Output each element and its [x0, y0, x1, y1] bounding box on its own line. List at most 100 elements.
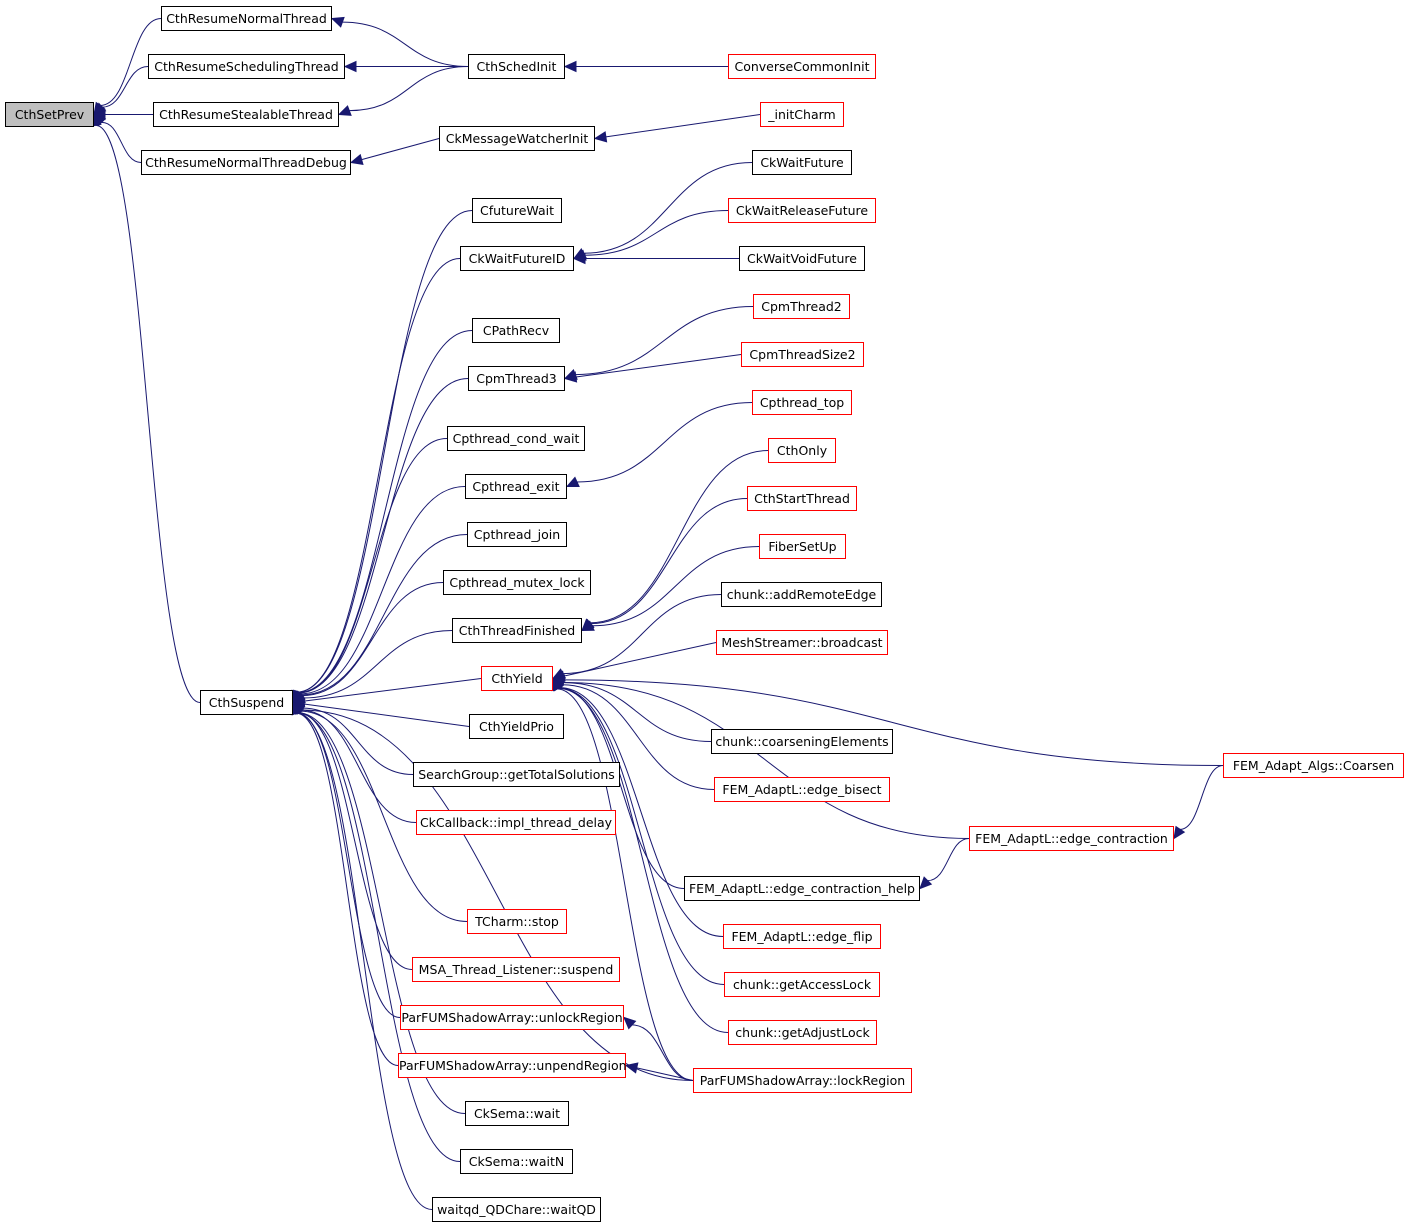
arrowhead-icon: [330, 16, 345, 28]
node-label: CthThreadFinished: [458, 623, 576, 638]
node-label: FEM_AdaptL::edge_contraction_help: [688, 881, 915, 896]
node-tcharm-stop[interactable]: TCharm::stop: [467, 909, 567, 934]
node-label: CthSetPrev: [14, 107, 85, 122]
node-cthresumeschedulingthread[interactable]: CthResumeSchedulingThread: [148, 54, 345, 79]
node-meshstreamer-broadcast[interactable]: MeshStreamer::broadcast: [716, 630, 888, 655]
node-label: FEM_AdaptL::edge_bisect: [722, 782, 882, 797]
call-edge-18: [575, 306, 754, 376]
node-cthresumestealablethread[interactable]: CthResumeStealableThread: [153, 102, 339, 127]
node-fem-adaptl-edge-flip[interactable]: FEM_AdaptL::edge_flip: [723, 924, 881, 949]
node-searchgroup-gettotalsolutions[interactable]: SearchGroup::getTotalSolutions: [413, 762, 620, 787]
node-fem-adapt-algs-coarsen[interactable]: FEM_Adapt_Algs::Coarsen: [1223, 753, 1404, 778]
call-edge-1: [102, 66, 149, 108]
node-chunk-coarseningelements[interactable]: chunk::coarseningElements: [711, 729, 893, 754]
node-cpthread-join[interactable]: Cpthread_join: [467, 522, 567, 547]
node-label: CpmThread2: [761, 299, 842, 314]
arrowhead-icon: [919, 876, 933, 890]
node-ckwaitfutureid[interactable]: CkWaitFutureID: [460, 246, 574, 271]
node-cthstartthread[interactable]: CthStartThread: [747, 486, 857, 511]
node-cthsuspend[interactable]: CthSuspend: [200, 690, 293, 715]
call-edge-30: [562, 594, 722, 675]
call-edge-26: [589, 450, 769, 624]
arrowhead-icon: [624, 1062, 639, 1074]
node-conversecommoninit[interactable]: ConverseCommonInit: [728, 54, 876, 79]
node-parfumshadowarray-lockregion[interactable]: ParFUMShadowArray::lockRegion: [693, 1068, 912, 1093]
call-edge-43: [303, 703, 470, 727]
node-cksema-waitn[interactable]: CkSema::waitN: [460, 1149, 573, 1174]
call-edge-19: [575, 354, 742, 378]
call-edge-22: [577, 402, 753, 483]
node-label: CthResumeSchedulingThread: [154, 59, 339, 74]
node-cpmthread3[interactable]: CpmThread3: [468, 366, 565, 391]
call-edge-25: [303, 630, 453, 699]
node-chunk-getaccesslock[interactable]: chunk::getAccessLock: [724, 972, 880, 997]
call-edge-35: [563, 681, 970, 839]
node-cpathrecv[interactable]: CPathRecv: [472, 318, 560, 343]
node-waitqd-qdchare-waitqd[interactable]: waitqd_QDChare::waitQD: [432, 1197, 601, 1222]
node-parfumshadowarray-unpendregion[interactable]: ParFUMShadowArray::unpendRegion: [398, 1053, 627, 1078]
node-ckwaitfuture[interactable]: CkWaitFuture: [752, 150, 852, 175]
node-cthresumenormalthread[interactable]: CthResumeNormalThread: [161, 6, 332, 31]
node-cththreadfinished[interactable]: CthThreadFinished: [452, 618, 582, 643]
node-cpthread-top[interactable]: Cpthread_top: [752, 390, 852, 415]
call-edge-13: [583, 162, 753, 254]
node-label: TCharm::stop: [475, 914, 559, 929]
node-fem-adaptl-edge-contraction-help[interactable]: FEM_AdaptL::edge_contraction_help: [684, 876, 920, 901]
node-label: FEM_AdaptL::edge_flip: [731, 929, 873, 944]
node-label: SearchGroup::getTotalSolutions: [418, 767, 615, 782]
node-cthsetprev[interactable]: CthSetPrev: [5, 102, 94, 127]
call-edge-41: [1180, 765, 1224, 830]
arrowhead-icon: [565, 476, 580, 488]
node-ckwaitreleasefuture[interactable]: CkWaitReleaseFuture: [728, 198, 876, 223]
node-cthschedinit[interactable]: CthSchedInit: [468, 54, 565, 79]
node-fem-adaptl-edge-contraction[interactable]: FEM_AdaptL::edge_contraction: [969, 826, 1174, 851]
node-label: CfutureWait: [479, 203, 555, 218]
call-edge-42: [927, 838, 970, 882]
call-edge-37: [559, 687, 724, 937]
node-label: CthOnly: [776, 443, 828, 458]
node-fem-adaptl-edge-bisect[interactable]: FEM_AdaptL::edge_bisect: [714, 777, 890, 802]
node-cthyield[interactable]: CthYield: [481, 666, 553, 691]
node-chunk-addremoteedge[interactable]: chunk::addRemoteEdge: [721, 582, 882, 607]
arrowhead-icon: [593, 131, 608, 143]
node-cpthread-mutex-lock[interactable]: Cpthread_mutex_lock: [443, 570, 591, 595]
call-edge-7: [349, 66, 469, 112]
call-edge-55: [295, 712, 433, 1210]
node-cfuturewait[interactable]: CfutureWait: [472, 198, 562, 223]
node-label: chunk::coarseningElements: [715, 734, 889, 749]
node-label: Cpthread_exit: [472, 479, 560, 494]
node-cthresumenormalthreaddebug[interactable]: CthResumeNormalThreadDebug: [141, 150, 351, 175]
node-ckcallback-impl-thread-delay[interactable]: CkCallback::impl_thread_delay: [416, 810, 616, 835]
node-label: CkWaitVoidFuture: [746, 251, 857, 266]
node-cpmthread2[interactable]: CpmThread2: [753, 294, 850, 319]
node-cpmthreadsize2[interactable]: CpmThreadSize2: [741, 342, 864, 367]
node-ckwaitvoidfuture[interactable]: CkWaitVoidFuture: [739, 246, 865, 271]
node-label: ParFUMShadowArray::unlockRegion: [401, 1010, 623, 1025]
node-ckmessagewatcherinit[interactable]: CkMessageWatcherInit: [439, 126, 595, 151]
node-parfumshadowarray-unlockregion[interactable]: ParFUMShadowArray::unlockRegion: [400, 1005, 624, 1030]
call-edge-36: [558, 687, 685, 889]
node-fibersetup[interactable]: FiberSetUp: [759, 534, 846, 559]
node-cthonly[interactable]: CthOnly: [768, 438, 836, 463]
node-label: CkWaitFutureID: [468, 251, 566, 266]
node-chunk-getadjustlock[interactable]: chunk::getAdjustLock: [728, 1020, 877, 1045]
node-label: CthSuspend: [208, 695, 285, 710]
node-label: MSA_Thread_Listener::suspend: [418, 962, 614, 977]
node-label: CthSchedInit: [476, 59, 557, 74]
node-cpthread-cond-wait[interactable]: Cpthread_cond_wait: [447, 426, 585, 451]
arrowhead-icon: [563, 60, 577, 73]
call-edge-9: [361, 138, 440, 161]
arrowhead-icon: [623, 1016, 637, 1030]
node-cksema-wait[interactable]: CkSema::wait: [465, 1101, 569, 1126]
node-label: CkSema::waitN: [468, 1154, 565, 1169]
call-edge-51: [632, 1024, 694, 1081]
call-edge-32: [563, 682, 712, 742]
node-cpthread-exit[interactable]: Cpthread_exit: [465, 474, 567, 499]
call-edge-21: [299, 486, 466, 695]
node-cthyieldprio[interactable]: CthYieldPrio: [469, 714, 564, 739]
node-msa-thread-listener-suspend[interactable]: MSA_Thread_Listener::suspend: [412, 957, 620, 982]
node-label: CkMessageWatcherInit: [445, 131, 589, 146]
node-label: FEM_Adapt_Algs::Coarsen: [1232, 758, 1395, 773]
node-initcharm[interactable]: _initCharm: [760, 102, 844, 127]
